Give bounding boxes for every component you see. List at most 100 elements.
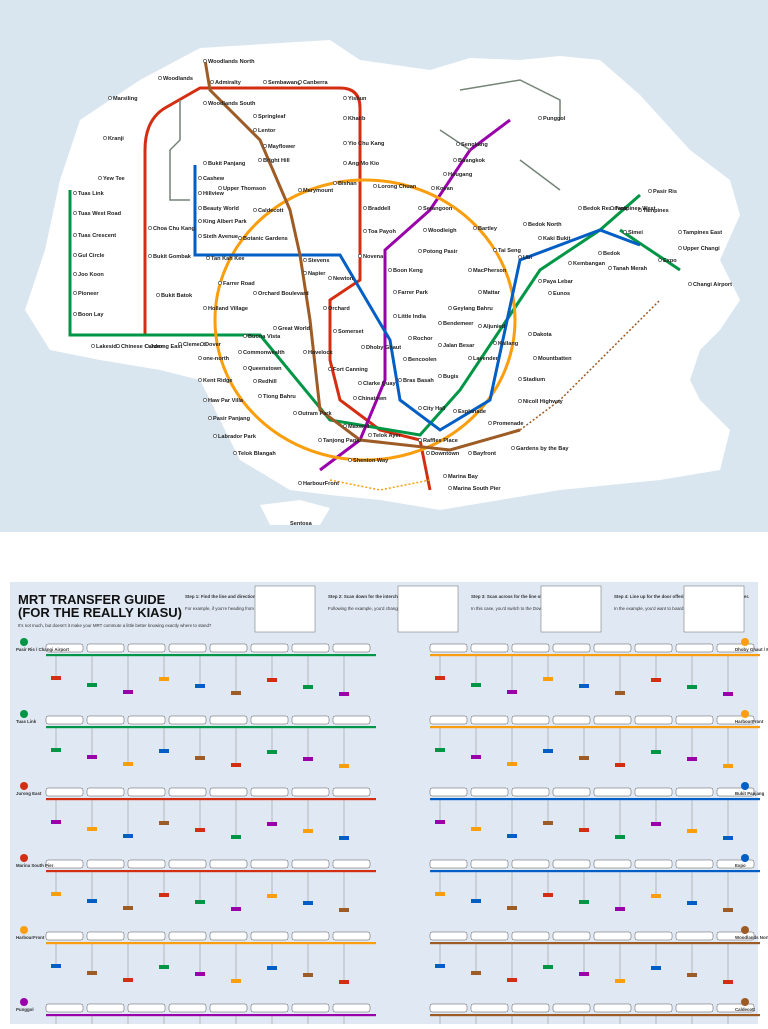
station-marker-chinatown — [353, 396, 357, 400]
guide-step-4-body: In the example, you'd want to board the … — [614, 606, 732, 611]
station-marker-potong_pasir — [418, 249, 422, 253]
station-marker-orchard — [323, 306, 327, 310]
guide-line-badge-5 — [20, 998, 28, 1006]
guide-transfer-tag — [507, 834, 517, 838]
station-label-farrer_park: Farrer Park — [398, 290, 429, 296]
station-marker-dhoby_ghaut — [361, 345, 365, 349]
guide-transfer-tag — [651, 966, 661, 970]
guide-step-4-title: Step 4: Line up for the door offering th… — [614, 594, 749, 599]
station-label-novena: Novena — [363, 254, 384, 260]
station-label-chinatown: Chinatown — [358, 396, 387, 402]
guide-transfer-tag — [471, 899, 481, 903]
guide-transfer-tag — [651, 894, 661, 898]
guide-transfer-tag — [435, 676, 445, 680]
station-label-bras_basah: Bras Basah — [403, 378, 434, 384]
guide-line-bar-6 — [430, 654, 760, 657]
station-marker-kaki_bukit — [538, 236, 542, 240]
guide-train-car — [168, 787, 207, 797]
station-label-raffles_place: Raffles Place — [423, 438, 458, 444]
guide-transfer-tag — [159, 893, 169, 897]
station-marker-holland_village — [203, 306, 207, 310]
station-label-stadium: Stadium — [523, 377, 545, 383]
guide-transfer-tag — [195, 684, 205, 688]
guide-train-car — [634, 787, 673, 797]
guide-transfer-tag — [435, 964, 445, 968]
station-marker-redhill — [253, 379, 257, 383]
guide-transfer-tag — [267, 678, 277, 682]
guide-train-car — [675, 787, 714, 797]
station-label-bukit_panjang: Bukit Panjang — [208, 161, 246, 167]
guide-transfer-tag — [723, 980, 733, 984]
guide-transfer-tag — [123, 762, 133, 766]
cc-future-extension — [329, 479, 431, 491]
guide-transfer-tag — [687, 685, 697, 689]
guide-line-bar-10 — [430, 942, 760, 945]
guide-train-car — [332, 715, 371, 725]
guide-transfer-tag — [687, 973, 697, 977]
guide-train-car — [716, 931, 755, 941]
guide-transfer-tag — [231, 835, 241, 839]
station-label-jurong_east: Jurong East — [150, 344, 182, 350]
guide-line-badge-3 — [20, 854, 28, 862]
sentosa-label: Sentosa — [290, 521, 313, 527]
guide-transfer-tag — [231, 691, 241, 695]
station-label-orchard_boulevard: Orchard Boulevard — [258, 291, 309, 297]
guide-line-bar-0 — [46, 654, 376, 657]
guide-transfer-tag — [651, 822, 661, 826]
station-marker-mountbatten — [533, 356, 537, 360]
dt-line — [193, 165, 641, 432]
guide-transfer-tag — [579, 684, 589, 688]
station-label-bayfront: Bayfront — [473, 451, 496, 457]
station-marker-outram_park — [293, 411, 297, 415]
guide-train-car — [716, 643, 755, 653]
station-marker-shenton_way — [348, 458, 352, 462]
guide-row-header-4: HarbourFront — [16, 935, 45, 940]
guide-line-badge-4 — [20, 926, 28, 934]
station-marker-woodlands_north — [203, 59, 207, 63]
guide-train-car — [168, 1003, 207, 1013]
station-marker-boon_lay — [73, 312, 77, 316]
station-marker-tiong_bahru — [258, 394, 262, 398]
station-label-newton: Newton — [333, 276, 354, 282]
station-label-somerset: Somerset — [338, 329, 364, 335]
station-label-pioneer: Pioneer — [78, 291, 99, 297]
station-marker-choa_chu_kang — [148, 226, 152, 230]
guide-transfer-tag — [723, 836, 733, 840]
station-label-sembawang: Sembawang — [268, 80, 301, 86]
guide-transfer-tag — [471, 971, 481, 975]
station-marker-commonwealth — [238, 350, 242, 354]
station-label-dakota: Dakota — [533, 332, 553, 338]
station-label-khatib: Khatib — [348, 116, 366, 122]
station-marker-tampines_west — [610, 206, 614, 210]
station-label-serangoon: Serangoon — [423, 206, 453, 212]
guide-transfer-tag — [267, 822, 277, 826]
guide-line-bar-11 — [430, 1014, 760, 1017]
guide-train-car — [511, 715, 550, 725]
guide-train-car — [86, 1003, 125, 1013]
station-label-haw_par_villa: Haw Par Villa — [208, 398, 244, 404]
guide-transfer-tag — [339, 980, 349, 984]
station-marker-admiralty — [210, 80, 214, 84]
station-label-dover: Dover — [205, 342, 222, 348]
station-marker-bartley — [473, 226, 477, 230]
pulau-ubin — [620, 130, 675, 180]
guide-transfer-tag — [123, 978, 133, 982]
station-label-woodlands_south: Woodlands South — [208, 101, 256, 107]
station-label-kranji: Kranji — [108, 136, 124, 142]
station-label-expo: Expo — [663, 258, 677, 264]
station-marker-bukit_gombak — [148, 254, 152, 258]
guide-train-car — [511, 931, 550, 941]
guide-train-car — [332, 1003, 371, 1013]
station-label-canberra: Canberra — [303, 80, 328, 86]
station-marker-yishun — [343, 96, 347, 100]
guide-train-car — [45, 859, 84, 869]
guide-train-car — [332, 787, 371, 797]
guide-train-car — [593, 787, 632, 797]
station-label-buangkok: Buangkok — [458, 158, 486, 164]
guide-train-car — [716, 1003, 755, 1013]
guide-transfer-tag — [615, 907, 625, 911]
guide-transfer-tag — [507, 978, 517, 982]
station-label-woodlands: Woodlands — [163, 76, 193, 82]
guide-train-car — [675, 643, 714, 653]
guide-train-car — [429, 715, 468, 725]
